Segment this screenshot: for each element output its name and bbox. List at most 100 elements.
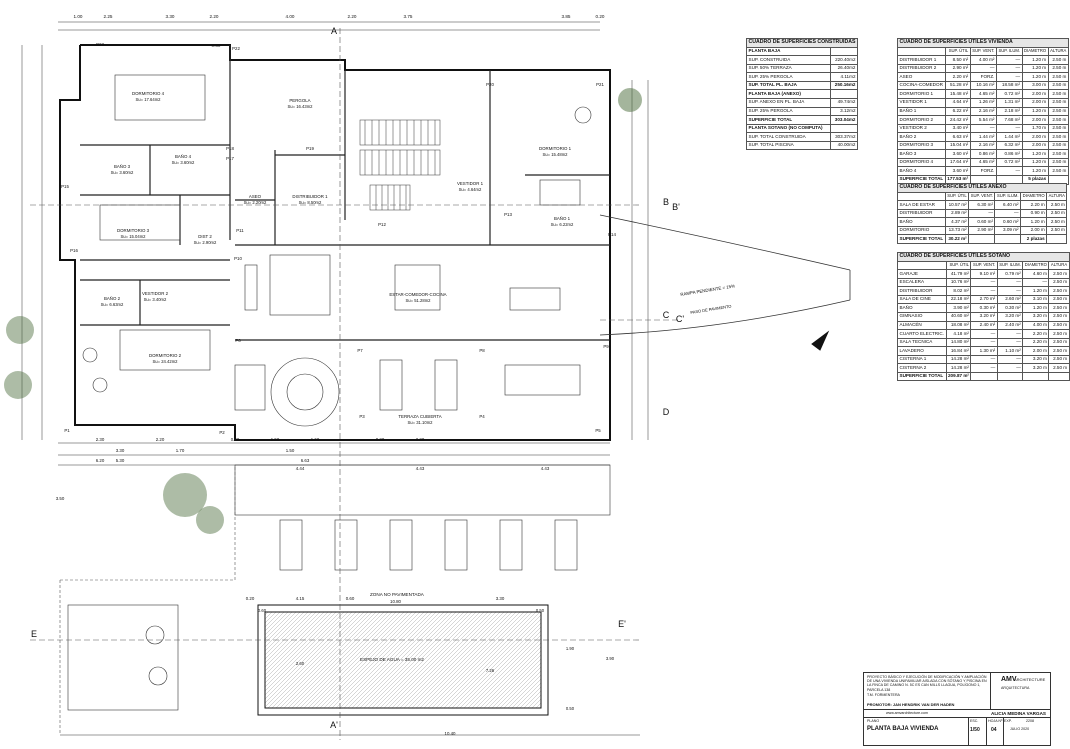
table-cell: — [996,329,1024,339]
pillar-label: P12 [378,222,386,227]
table-cell: 3.20 m [1022,354,1050,365]
table-cell: SUPERFICIE TOTAL [897,234,946,244]
table-cell: SUP. ILUM. [994,191,1022,202]
table-cell: 14.28 m² [945,354,972,365]
table-cell: 2.60 m² [996,294,1024,305]
table-cell: DIAMETRO [1020,191,1048,202]
table-cell: CISTERNA 1 [897,354,947,365]
table-title-row: CUADRO DE SUPERFICIES ÚTILES VIVIENDA [897,38,1069,48]
table-cell: 0.30 m² [970,303,998,313]
pillar-label: P22 [232,46,240,51]
table-cell: 18.58 m² [995,80,1023,91]
table-cell: SALA DE CINE [897,294,947,305]
room-area: Su= 24.42m2 [152,359,178,364]
table-cell: FORZ. [969,72,997,82]
table-cell: 1.44 m² [969,132,997,142]
section-mark: E' [618,619,626,629]
table-cell: PLANTA BAJA [745,46,832,57]
table-cell [897,191,946,202]
dimension-label: 2.25 [104,14,113,19]
dimension-label: 0.20 [231,437,240,442]
table-cell: 1.26 m² [969,97,997,108]
room-label: TERRAZA CUBIERTA [398,414,441,419]
table-cell: 0.72 m² [995,89,1023,99]
dimension-label: 2.20 [156,437,165,442]
pool-dimension: 0.50 [566,706,575,711]
room-label: BAÑO 3 [114,164,131,169]
pillar-label: P6 [235,338,241,343]
table-cell: 2.50 m [1047,106,1069,117]
table-cell: 2.50 m [1048,277,1070,288]
title-divider-4 [968,717,969,745]
table-cell: 2.16 m² [969,106,997,117]
table-cell: 14.80 m² [945,337,972,348]
table-cell: 1.20 m [1022,303,1050,313]
table-cell: 3.20 m [1022,311,1050,322]
table-cell: 2.20 m² [944,72,971,82]
table-cell [897,260,947,271]
table-cell: 1.20 m [1021,157,1049,168]
table-cell: BAÑO 1 [897,106,946,117]
table-cell: 4.18 m² [945,329,972,339]
table-cell: DISTRIBUIDOR [897,286,947,296]
table-cell: — [995,72,1023,82]
table-cell: 2.50 m [1048,320,1070,331]
room-label: DISTRIBUIDOR 1 [292,194,328,199]
room-label: DORMITORIO 3 [117,228,150,233]
table-cell: BAÑO 4 [897,166,946,176]
top-dimension-line [58,21,600,31]
title-architect: ALICIA MEDINA VARGAS [991,711,1046,716]
title-divider-5 [986,717,987,745]
room-area: Su= 2.20m2 [244,200,267,205]
table-cell: 1.30 m² [970,346,998,356]
dimension-label: 0.20 [246,596,255,601]
room-label: BAÑO 2 [104,296,121,301]
table-cell: 1.70 m [1021,123,1049,134]
title-plan-name: PLANTA BAJA VIVIENDA [867,726,939,732]
table-cell: SUP. 50% TERRAZA [745,63,832,74]
table-cell: — [996,286,1024,296]
table-cell: 2.50 m [1047,123,1069,134]
table-cell: 2.50 m [1047,166,1069,176]
table-cell: SALA DE ESTAR [897,200,946,210]
table-row: PLANTA BAJA [745,46,858,57]
table-cell: — [969,63,997,74]
title-scale-label: ESC. [970,719,979,723]
table-cell: SUP. ÚTIL [944,46,971,57]
section-mark: A [331,26,337,36]
table-cell: COCINA-COMEDOR [897,80,946,91]
table-cell: 2.50 m [1047,72,1069,82]
title-firm: ARCHITECTURE [1014,677,1046,682]
table-cell: 18.08 m² [945,320,972,331]
table-cell: SUP. ANEXO EN PL. BAJA [745,97,832,108]
pillar-label: P19 [306,146,314,151]
table-cell: 1.20 m [1022,286,1050,296]
pillar-label: P9 [603,344,609,349]
table-cell: — [994,208,1022,219]
table-cell: 2.50 m [1046,217,1068,227]
table-cell: 2.50 m [1048,354,1070,365]
table-cell: PLANTA BAJA (ANEXO) [745,89,832,99]
room-area: Su= 51.28m2 [405,298,431,303]
table-cell: 2.50 m [1048,286,1070,296]
table-cell: ESCALERA [897,277,947,288]
table-cell: 9.10 m² [970,269,998,279]
table-cell: SUPERFICIE TOTAL [745,115,832,125]
table-cell: LAVADERO [897,346,947,356]
table-cell: — [970,337,998,348]
